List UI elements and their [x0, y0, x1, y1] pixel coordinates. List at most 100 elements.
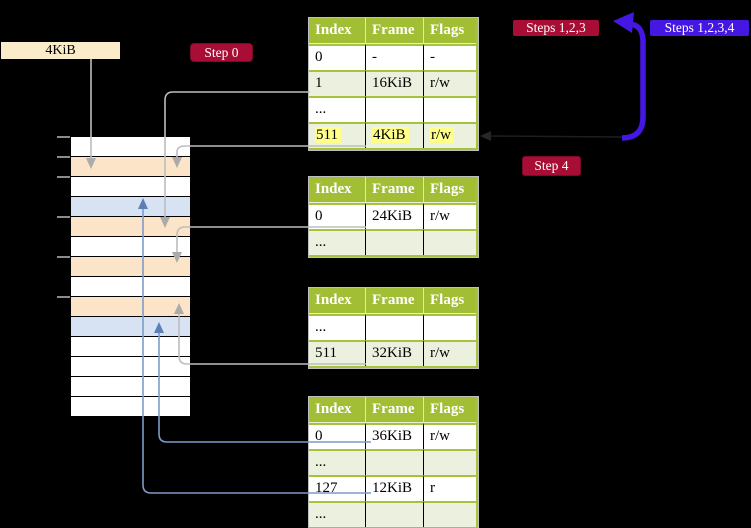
table-cell	[424, 314, 476, 340]
table-header-row: Index Frame Flags	[309, 288, 476, 314]
table-row: ...	[309, 501, 476, 527]
table-row: ...	[309, 96, 476, 122]
table-cell: -	[424, 44, 476, 70]
table-header-row: Index Frame Flags	[309, 397, 476, 423]
table-row: 127 12KiB r	[309, 475, 476, 501]
table-cell: r/w	[424, 203, 476, 229]
memory-frame-table	[71, 217, 190, 237]
step0-badge: Step 0	[190, 43, 253, 62]
address-tick	[57, 256, 70, 258]
address-tick	[57, 136, 70, 138]
page-table-level-1: Index Frame Flags 0 - - 1 16KiB r/w ... …	[308, 17, 479, 151]
memory-frame-plain	[71, 137, 190, 157]
table-cell: 4KiB	[366, 122, 424, 148]
col-header-frame: Frame	[366, 397, 424, 423]
table: Index Frame Flags 0 - - 1 16KiB r/w ... …	[309, 18, 476, 148]
page-table-level-3: Index Frame Flags ... 511 32KiB r/w	[308, 287, 479, 369]
table-cell: r/w	[424, 122, 476, 148]
table: Index Frame Flags 0 36KiB r/w ... 127 12…	[309, 397, 476, 527]
address-tick	[57, 296, 70, 298]
table-cell: r/w	[424, 70, 476, 96]
table-header-row: Index Frame Flags	[309, 177, 476, 203]
memory-frame-table	[71, 157, 190, 177]
memory-frame-plain	[71, 177, 190, 197]
col-header-flags: Flags	[424, 397, 476, 423]
memory-frame-table	[71, 257, 190, 277]
memory-frame-page	[71, 197, 190, 217]
table-cell	[366, 96, 424, 122]
steps-flow-arrow	[613, 12, 646, 141]
col-header-flags: Flags	[424, 177, 476, 203]
memory-frame-plain	[71, 337, 190, 357]
table-cell	[424, 229, 476, 255]
memory-frame-plain	[71, 357, 190, 377]
table-cell	[366, 229, 424, 255]
table-cell: -	[366, 44, 424, 70]
table-cell	[424, 501, 476, 527]
table-cell: ...	[309, 501, 366, 527]
memory-frame-table	[71, 297, 190, 317]
table-cell: 32KiB	[366, 340, 424, 366]
table: Index Frame Flags ... 511 32KiB r/w	[309, 288, 476, 366]
table-row: 1 16KiB r/w	[309, 70, 476, 96]
table-header-row: Index Frame Flags	[309, 18, 476, 44]
table-cell: 16KiB	[366, 70, 424, 96]
table-cell: ...	[309, 229, 366, 255]
table-row: ...	[309, 314, 476, 340]
table-cell: 0	[309, 423, 366, 449]
col-header-index: Index	[309, 177, 366, 203]
steps123-badge: Steps 1,2,3	[513, 20, 599, 36]
table-row: ...	[309, 229, 476, 255]
table-cell: r/w	[424, 340, 476, 366]
memory-stack	[70, 136, 191, 417]
col-header-index: Index	[309, 397, 366, 423]
table-cell: 127	[309, 475, 366, 501]
table-cell: r	[424, 475, 476, 501]
table-cell: 511	[309, 122, 366, 148]
steps1234-badge: Steps 1,2,3,4	[650, 20, 749, 36]
step4-badge: Step 4	[522, 156, 581, 176]
table-cell: ...	[309, 96, 366, 122]
memory-frame-page	[71, 317, 190, 337]
table-cell	[424, 449, 476, 475]
col-header-frame: Frame	[366, 177, 424, 203]
table-row: 0 - -	[309, 44, 476, 70]
col-header-index: Index	[309, 288, 366, 314]
table-row: ...	[309, 449, 476, 475]
table: Index Frame Flags 0 24KiB r/w ...	[309, 177, 476, 255]
table-cell	[366, 501, 424, 527]
table-cell: ...	[309, 314, 366, 340]
table-cell	[424, 96, 476, 122]
table-row: 511 32KiB r/w	[309, 340, 476, 366]
page-table-level-2: Index Frame Flags 0 24KiB r/w ...	[308, 176, 479, 258]
address-tick	[57, 176, 70, 178]
address-tick	[57, 216, 70, 218]
col-header-flags: Flags	[424, 288, 476, 314]
col-header-index: Index	[309, 18, 366, 44]
col-header-frame: Frame	[366, 288, 424, 314]
frame-size-label: 4KiB	[1, 42, 120, 59]
table-cell: ...	[309, 449, 366, 475]
table-row-highlighted: 511 4KiB r/w	[309, 122, 476, 148]
memory-frame-plain	[71, 277, 190, 297]
table-row: 0 36KiB r/w	[309, 423, 476, 449]
table-cell: 24KiB	[366, 203, 424, 229]
memory-frame-plain	[71, 237, 190, 257]
col-header-frame: Frame	[366, 18, 424, 44]
highlighted-value: 4KiB	[372, 127, 409, 143]
memory-frame-plain	[71, 377, 190, 397]
address-tick	[57, 156, 70, 158]
table-row: 0 24KiB r/w	[309, 203, 476, 229]
table-cell: r/w	[424, 423, 476, 449]
table-cell: 36KiB	[366, 423, 424, 449]
arrow-to-t1row511	[480, 131, 623, 141]
table-cell	[366, 449, 424, 475]
table-cell: 12KiB	[366, 475, 424, 501]
table-cell: 511	[309, 340, 366, 366]
table-cell	[366, 314, 424, 340]
highlighted-value: r/w	[430, 127, 454, 143]
col-header-flags: Flags	[424, 18, 476, 44]
table-cell: 0	[309, 44, 366, 70]
page-table-level-4: Index Frame Flags 0 36KiB r/w ... 127 12…	[308, 396, 479, 528]
